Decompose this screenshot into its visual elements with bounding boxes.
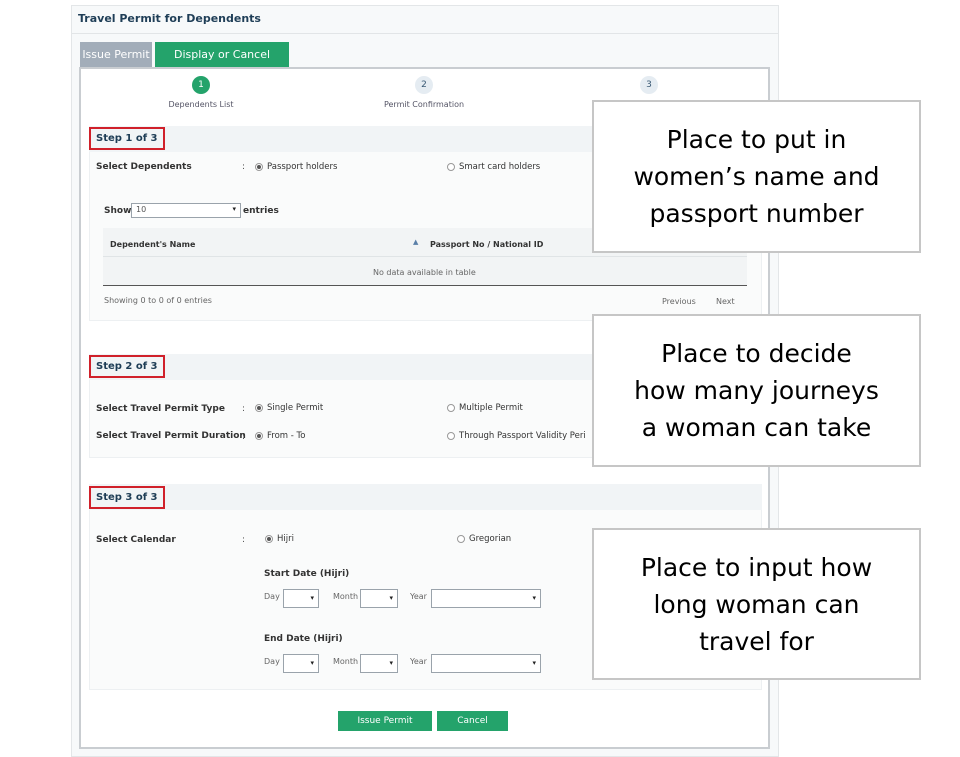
step2-heading: Step 2 of 3 [89,355,165,378]
radio-selected-icon [255,404,263,412]
callout-line: passport number [649,199,864,228]
radio-selected-icon [255,163,263,171]
entries-label: entries [243,206,279,216]
radio-single-permit[interactable]: Single Permit [255,403,323,413]
stepper-step-3-icon: 3 [640,76,658,94]
chevron-down-icon: ▾ [310,594,314,602]
radio-multiple-permit-label: Multiple Permit [459,403,523,413]
radio-smart-card-holders-label: Smart card holders [459,162,541,172]
callout-journeys: Place to decide how many journeys a woma… [592,314,921,467]
column-header-dependent-name[interactable]: Dependent's Name [110,240,196,249]
show-label: Show [104,206,132,216]
tab-display-or-cancel-permit[interactable]: Display or Cancel Permit [155,42,289,86]
table-bottom-rule [103,285,747,286]
tab-issue-permit[interactable]: Issue Permit [80,42,152,67]
start-day-label: Day [264,592,280,601]
chevron-down-icon: ▾ [310,659,314,667]
callout-line: Place to put in [666,125,847,154]
end-year-label: Year [410,657,427,666]
pagination-next[interactable]: Next [716,297,735,306]
radio-unselected-icon [447,432,455,440]
stepper-step-1-label: Dependents List [168,100,234,109]
entries-per-page-value: 10 [136,205,147,214]
radio-from-to-label: From - To [267,431,306,441]
start-month-select[interactable]: ▾ [360,589,398,608]
radio-selected-icon [255,432,263,440]
select-dependents-label: Select Dependents [96,162,192,172]
page-title: Travel Permit for Dependents [78,12,261,25]
radio-multiple-permit[interactable]: Multiple Permit [447,403,523,413]
select-calendar-label: Select Calendar [96,535,176,545]
callout-line: how many journeys [634,376,879,405]
table-info-text: Showing 0 to 0 of 0 entries [104,296,212,305]
radio-unselected-icon [447,404,455,412]
start-year-label: Year [410,592,427,601]
radio-passport-validity-label: Through Passport Validity Peri [459,431,586,441]
issue-permit-button[interactable]: Issue Permit [338,711,432,731]
end-year-select[interactable]: ▾ [431,654,541,673]
radio-single-permit-label: Single Permit [267,403,324,413]
chevron-down-icon: ▾ [532,594,536,602]
start-month-label: Month [333,592,359,601]
travel-permit-duration-label: Select Travel Permit Duration [96,431,246,441]
radio-passport-validity[interactable]: Through Passport Validity Peri [447,431,586,441]
step1-heading: Step 1 of 3 [89,127,165,150]
radio-from-to[interactable]: From - To [255,431,305,441]
chevron-down-icon: ▾ [389,594,393,602]
radio-hijri-label: Hijri [277,534,294,544]
radio-selected-icon [265,535,273,543]
callout-line: women’s name and [633,162,880,191]
callout-line: travel for [699,626,814,656]
end-day-select[interactable]: ▾ [283,654,319,673]
start-day-select[interactable]: ▾ [283,589,319,608]
end-day-label: Day [264,657,280,666]
radio-unselected-icon [447,163,455,171]
title-divider [72,33,778,34]
travel-permit-type-label: Select Travel Permit Type [96,404,225,414]
travel-permit-type-colon: : [242,404,245,414]
step3-heading: Step 3 of 3 [89,486,165,509]
select-dependents-colon: : [242,162,245,172]
table-header-divider [103,256,747,257]
select-calendar-colon: : [242,535,245,545]
stepper-step-2-icon: 2 [415,76,433,94]
callout-name-passport: Place to put in women’s name and passpor… [592,100,921,253]
entries-per-page-select[interactable]: 10 ▾ [131,203,241,218]
travel-permit-duration-colon: : [242,432,245,442]
start-year-select[interactable]: ▾ [431,589,541,608]
radio-hijri[interactable]: Hijri [265,534,294,544]
start-date-label: Start Date (Hijri) [264,569,350,579]
stepper-step-1-icon: 1 [192,76,210,94]
table-empty-message: No data available in table [373,268,476,277]
cancel-button[interactable]: Cancel [437,711,508,731]
radio-passport-holders-label: Passport holders [267,162,338,172]
chevron-down-icon: ▾ [532,659,536,667]
stepper-step-2-label: Permit Confirmation [383,100,465,109]
callout-line: long woman can [653,589,860,619]
radio-gregorian[interactable]: Gregorian [457,534,511,544]
callout-travel-duration: Place to input how long woman can travel… [592,528,921,680]
end-month-label: Month [333,657,359,666]
callout-line: a woman can take [641,413,872,442]
end-date-label: End Date (Hijri) [264,634,343,644]
callout-line: Place to input how [640,552,873,582]
end-month-select[interactable]: ▾ [360,654,398,673]
step3-header-bar [89,484,762,510]
sort-ascending-icon[interactable]: ▲ [413,238,419,246]
radio-smart-card-holders[interactable]: Smart card holders [447,162,540,172]
radio-passport-holders[interactable]: Passport holders [255,162,337,172]
column-header-passport-no[interactable]: Passport No / National ID [430,240,544,249]
callout-line: Place to decide [661,339,852,368]
radio-unselected-icon [457,535,465,543]
pagination-previous[interactable]: Previous [662,297,696,306]
stepper: 1 Dependents List 2 Permit Confirmation … [160,76,700,112]
radio-gregorian-label: Gregorian [469,534,512,544]
chevron-down-icon: ▾ [389,659,393,667]
chevron-down-icon: ▾ [232,205,236,213]
